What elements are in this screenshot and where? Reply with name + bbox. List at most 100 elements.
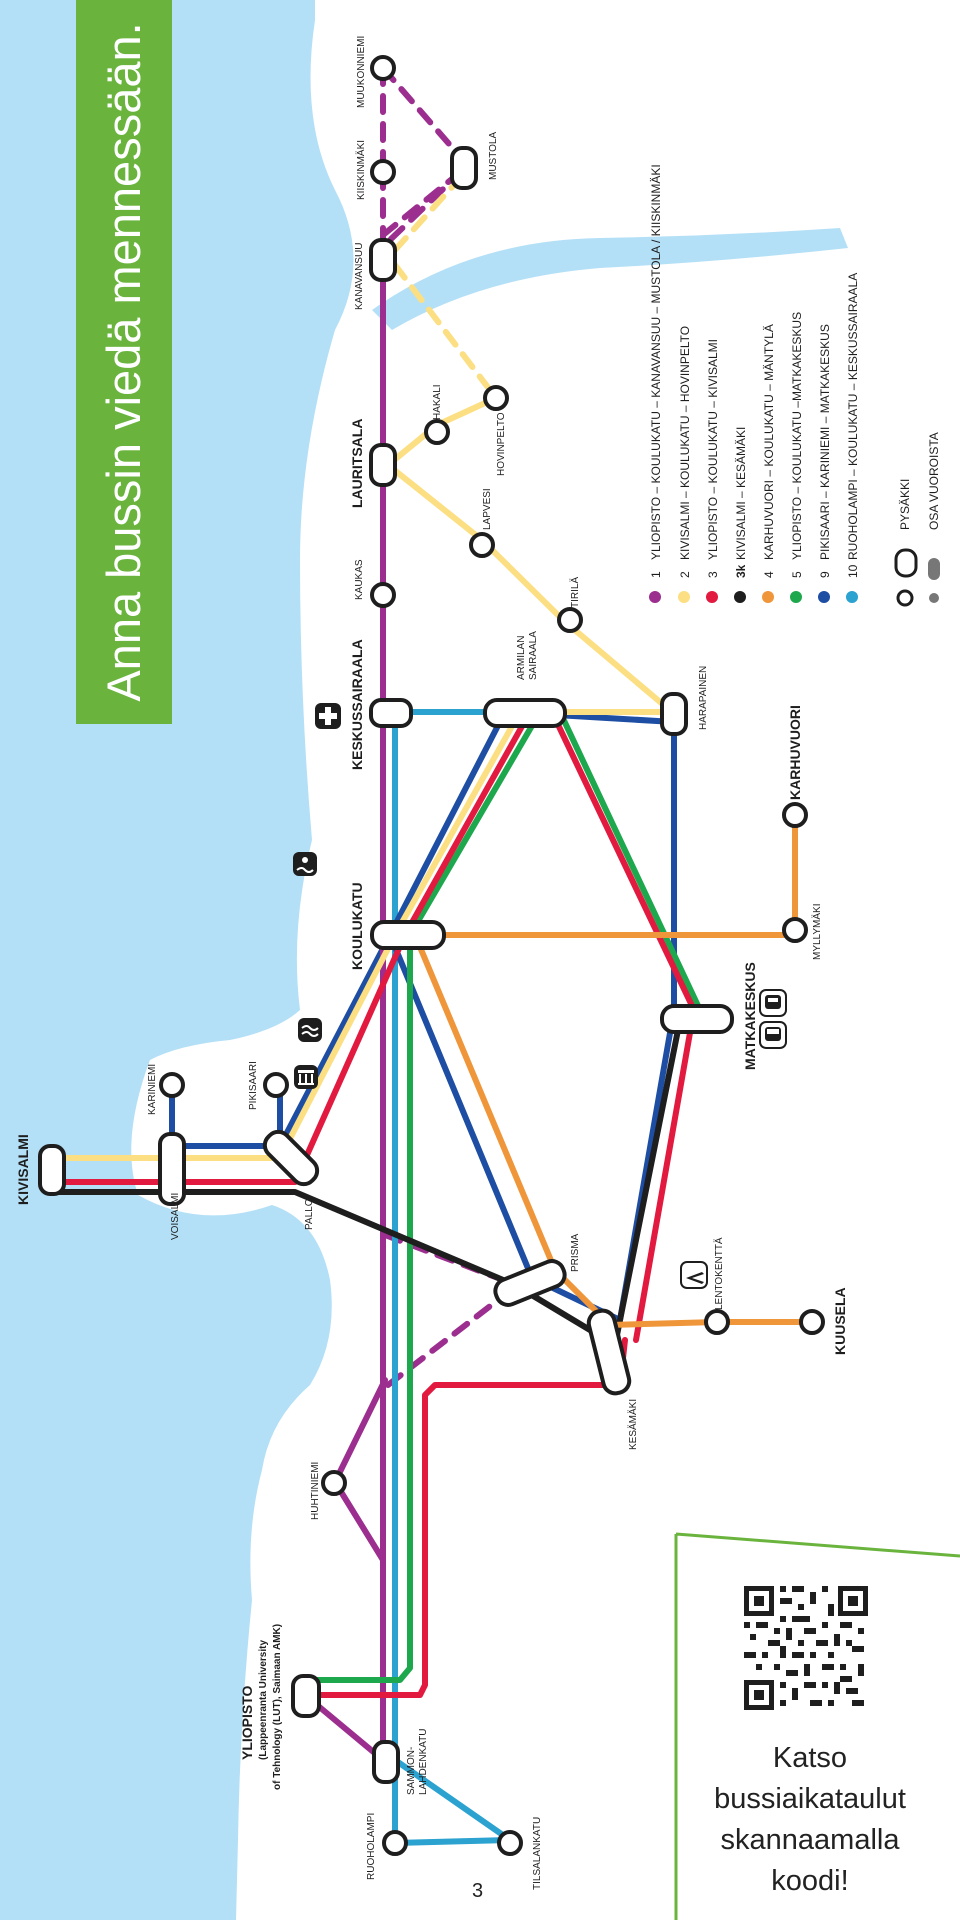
stop-muukonniemi[interactable]	[370, 55, 396, 81]
legend-number-4: 4	[762, 571, 776, 578]
legend-item-3: 3 YLIOPISTO – KOULUKATU – KIVISALMI	[706, 339, 720, 603]
stop-hakali[interactable]	[424, 419, 450, 445]
stop-lapvesi[interactable]	[469, 532, 495, 558]
stop-pikisaari[interactable]	[263, 1072, 289, 1098]
label-matkakeskus: MATKAKESKUS	[742, 962, 758, 1070]
label-lentokentta: LENTOKENTTÄ	[713, 1237, 725, 1310]
legend-number-1: 1	[649, 571, 663, 578]
stop-karhuvuori[interactable]	[782, 802, 808, 828]
stop-kaukas[interactable]	[370, 582, 396, 608]
lake-water	[0, 0, 354, 1920]
qr-code-icon	[744, 1586, 868, 1710]
stop-tirila[interactable]	[557, 607, 583, 633]
cta-line-4: koodi!	[771, 1865, 849, 1897]
stop-harapainen[interactable]	[660, 692, 688, 736]
legend-number-5: 5	[790, 571, 804, 578]
label-yliopisto: YLIOPISTO	[239, 1685, 255, 1760]
page-number: 3	[472, 1880, 484, 1902]
legend-stop-label: PYSÄKKI	[898, 479, 912, 530]
swimming-icon	[293, 852, 317, 876]
legend-text-10: RUOHOLAMPI – KOULUKATU – KESKUSSAIRAALA	[846, 273, 860, 560]
label-tirila: TIRILÄ	[569, 577, 581, 608]
stop-prisma[interactable]	[492, 1257, 568, 1308]
icons	[293, 703, 787, 1289]
route-1-dashed-prisma	[382, 1232, 501, 1388]
stop-keskussairaala[interactable]	[369, 698, 413, 728]
label-kariniemi: KARINIEMI	[147, 1064, 158, 1115]
legend-item-9: 9 PIKISAARI – KARINIEMI – MATKAKESKUS	[818, 324, 832, 603]
legend-number-3: 3	[706, 571, 720, 578]
label-huhtiniemi: HUHTINIEMI	[310, 1462, 321, 1520]
stop-kanavansuu[interactable]	[369, 238, 397, 282]
route-1-dashed	[380, 65, 466, 258]
stops	[38, 55, 825, 1856]
legend-item-5: 5 YLIOPISTO – KOULUKATU –MATKAKESKUS	[790, 312, 804, 603]
stop-tilsalankatu[interactable]	[497, 1830, 523, 1856]
title-banner	[76, 0, 172, 724]
label-voisalmi: VOISALMI	[170, 1193, 181, 1240]
label-sammon-2: LAHDENKATU	[418, 1729, 429, 1796]
label-karhuvuori: KARHUVUORI	[787, 705, 803, 800]
qr-panel	[674, 1532, 960, 1920]
stop-kesamaki[interactable]	[586, 1308, 632, 1396]
stop-armilan-sairaala[interactable]	[483, 698, 567, 728]
stop-sammonlahdenkatu[interactable]	[372, 1740, 400, 1784]
stop-koulukatu[interactable]	[370, 920, 446, 950]
legend-item-3k: 3k KIVISALMI – KESÄMÄKI	[734, 427, 748, 603]
label-koulukatu: KOULUKATU	[349, 882, 365, 970]
legend-text-3: YLIOPISTO – KOULUKATU – KIVISALMI	[706, 339, 720, 560]
stop-hovinpelto[interactable]	[483, 385, 509, 411]
stop-matkakeskus[interactable]	[660, 1004, 734, 1034]
label-mustola: MUSTOLA	[488, 132, 499, 180]
legend-stop: PYSÄKKI	[894, 479, 918, 607]
legend-number-3k: 3k	[734, 564, 748, 578]
legend-number-2: 2	[678, 571, 692, 578]
label-kiiskinmaki: KIISKINMÄKI	[355, 140, 367, 200]
qr-panel-border	[674, 1532, 960, 1920]
stop-myllymaki[interactable]	[782, 917, 808, 943]
partial-routes	[380, 65, 501, 1388]
legend-number-10: 10	[846, 564, 860, 578]
stop-kiiskinmaki[interactable]	[370, 159, 396, 185]
cta-line-1: Katso	[772, 1742, 848, 1774]
stop-kuusela[interactable]	[799, 1309, 825, 1335]
label-kanavansuu: KANAVANSUU	[354, 243, 365, 310]
label-armilan-1: ARMILAN	[516, 636, 527, 680]
legend-text-5: YLIOPISTO – KOULUKATU –MATKAKESKUS	[790, 312, 804, 560]
legend-number-9: 9	[818, 571, 832, 578]
bus-icon	[759, 1021, 787, 1049]
stop-kivisalmi[interactable]	[38, 1144, 66, 1196]
stop-labels: MUUKONNIEMI KIISKINMÄKI MUSTOLA KANAVANS…	[15, 36, 848, 1890]
stop-ruoholampi[interactable]	[382, 1830, 408, 1856]
stop-kariniemi[interactable]	[159, 1072, 185, 1098]
route-2-dashed	[392, 172, 499, 401]
label-muukonniemi: MUUKONNIEMI	[356, 36, 367, 108]
legend-text-1: YLIOPISTO – KOULUKATU – KANAVANSUU – MUS…	[649, 164, 663, 560]
legend-item-2: 2 KIVISALMI – KOULUKATU – HOVINPELTO	[678, 326, 692, 603]
legend-item-10: 10 RUOHOLAMPI – KOULUKATU – KESKUSSAIRAA…	[846, 273, 860, 603]
label-kaukas: KAUKAS	[354, 559, 365, 600]
legend-text-9: PIKISAARI – KARINIEMI – MATKAKESKUS	[818, 324, 832, 560]
airplane-icon	[680, 1261, 708, 1289]
label-hovinpelto: HOVINPELTO	[496, 412, 507, 476]
museum-icon	[294, 1065, 318, 1089]
qr-call-to-action: Katso bussiaikataulut skannaamalla koodi…	[690, 1738, 930, 1902]
stop-huhtiniemi[interactable]	[321, 1470, 347, 1496]
label-prisma: PRISMA	[570, 1233, 581, 1272]
label-myllymaki: MYLLYMÄKI	[811, 904, 823, 961]
stop-mustola[interactable]	[450, 146, 478, 190]
stop-lentokentta[interactable]	[704, 1309, 730, 1335]
stop-pallo[interactable]	[260, 1127, 322, 1189]
label-kesamaki: KESÄMÄKI	[627, 1399, 639, 1450]
stop-voisalmi[interactable]	[158, 1132, 186, 1206]
canal-water	[372, 228, 848, 330]
label-pallo: PALLO	[304, 1198, 315, 1230]
label-kuusela: KUUSELA	[832, 1287, 848, 1355]
legend-text-4: KARHUVUORI – KOULUKATU – MÄNTYLÄ	[762, 324, 776, 560]
label-yliopisto-sub1: (Lappeenranta University	[258, 1640, 269, 1760]
stop-yliopisto[interactable]	[291, 1674, 321, 1718]
cta-line-2: bussiaikataulut	[714, 1783, 906, 1815]
label-tilsalankatu: TILSALANKATU	[532, 1817, 543, 1890]
stop-lauritsala[interactable]	[369, 443, 397, 487]
cta-line-3: skannaamalla	[720, 1824, 900, 1856]
